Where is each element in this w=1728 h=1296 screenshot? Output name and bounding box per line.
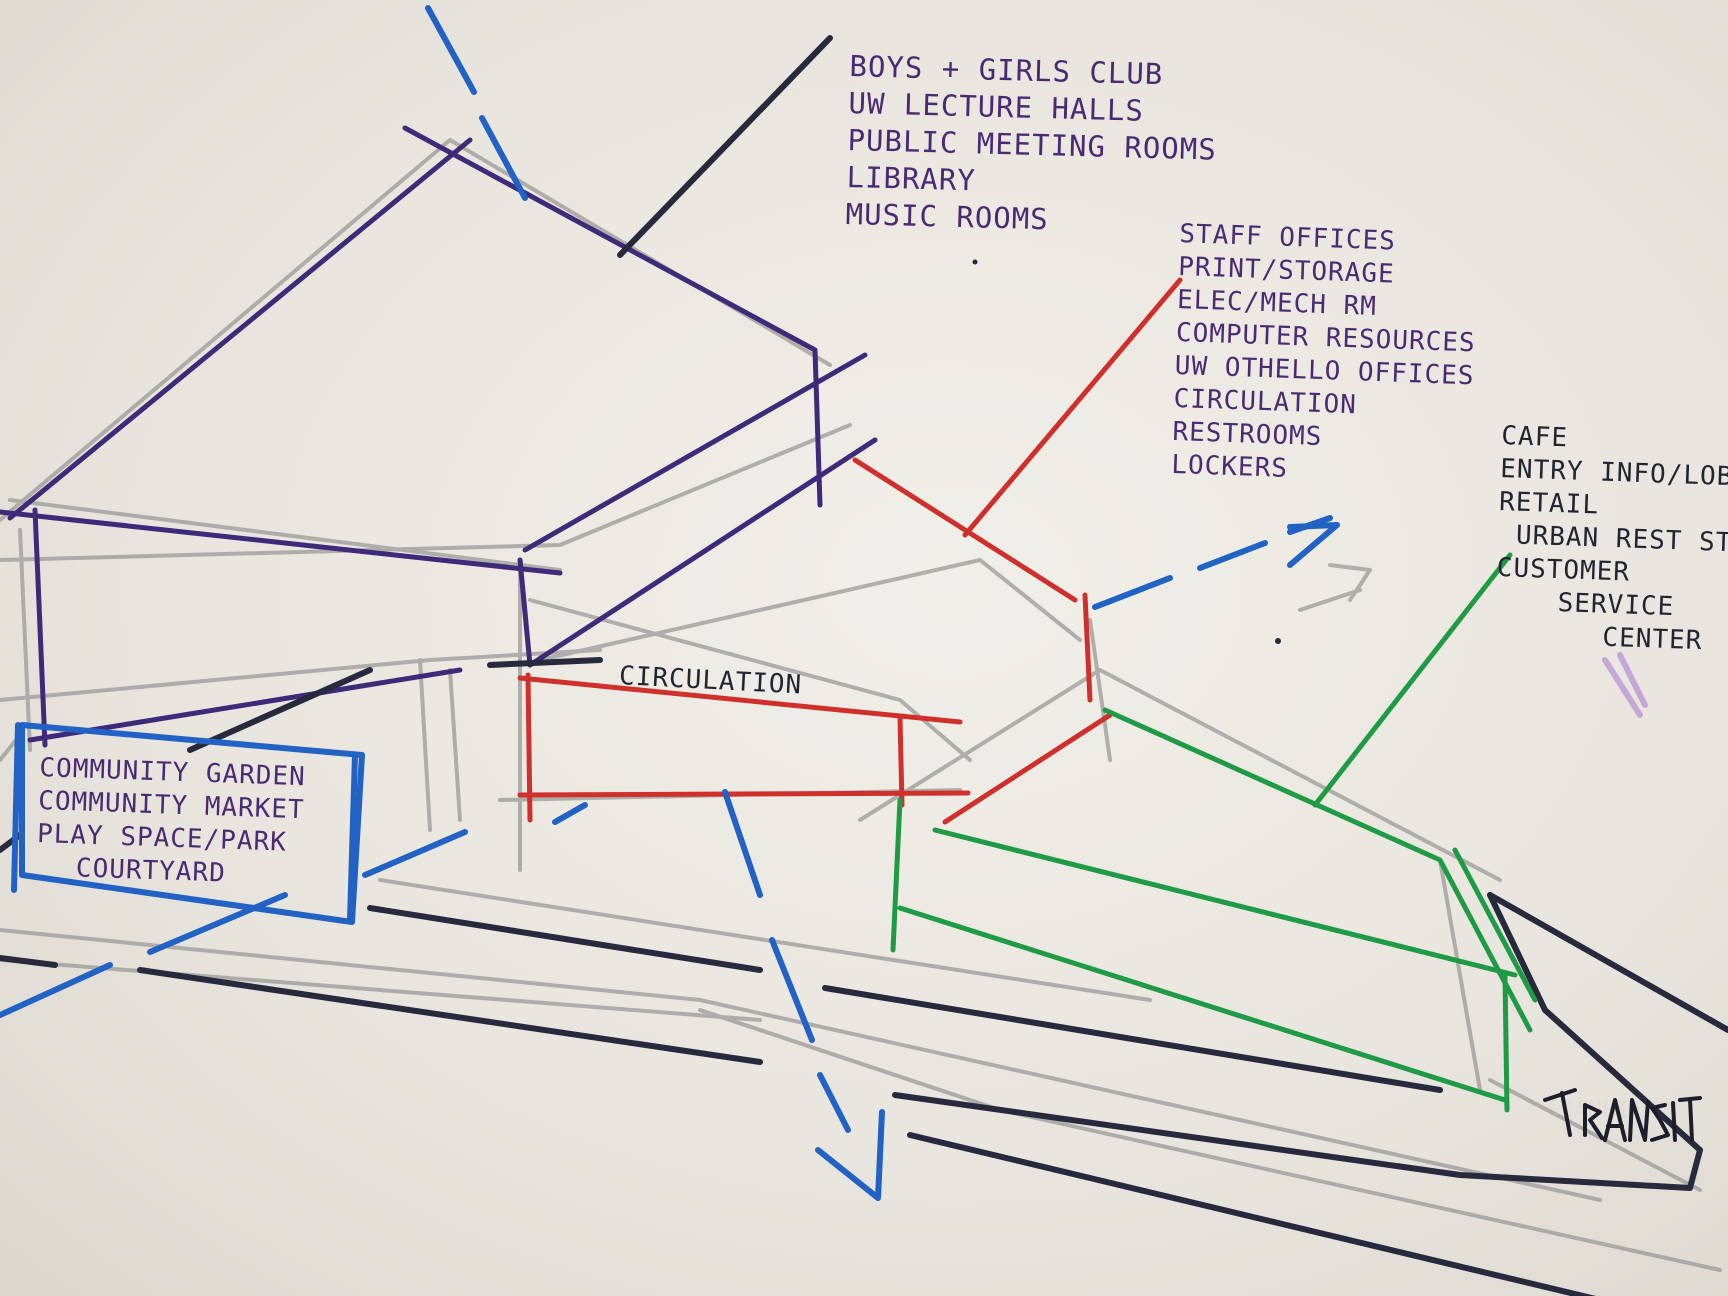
transit-label: TRANSIT [1545, 1098, 1645, 1124]
middle-level-outline [517, 277, 1183, 825]
marker-dots [972, 259, 1281, 644]
outdoor-flow-lines [0, 5, 1340, 1201]
upper-program-list: BOYS + GIRLS CLUB UW LECTURE HALLS PUBLI… [845, 48, 1219, 243]
outdoor-program-list: COMMUNITY GARDEN COMMUNITY MARKET PLAY S… [35, 752, 307, 893]
south-arrow-head [815, 1109, 885, 1201]
middle-program-list: STAFF OFFICES PRINT/STORAGE ELEC/MECH RM… [1171, 218, 1480, 492]
transit-label-mark [1543, 1088, 1702, 1142]
highlighter-smudge [1602, 652, 1648, 718]
east-arrow-head [1287, 522, 1340, 568]
ground-level-outline [890, 552, 1538, 1113]
upper-volume-outline [0, 125, 878, 748]
ground-program-list: CAFE ENTRY INFO/LOBBY RETAIL URBAN REST … [1494, 420, 1728, 660]
dark-marker-edges [0, 35, 1728, 1296]
